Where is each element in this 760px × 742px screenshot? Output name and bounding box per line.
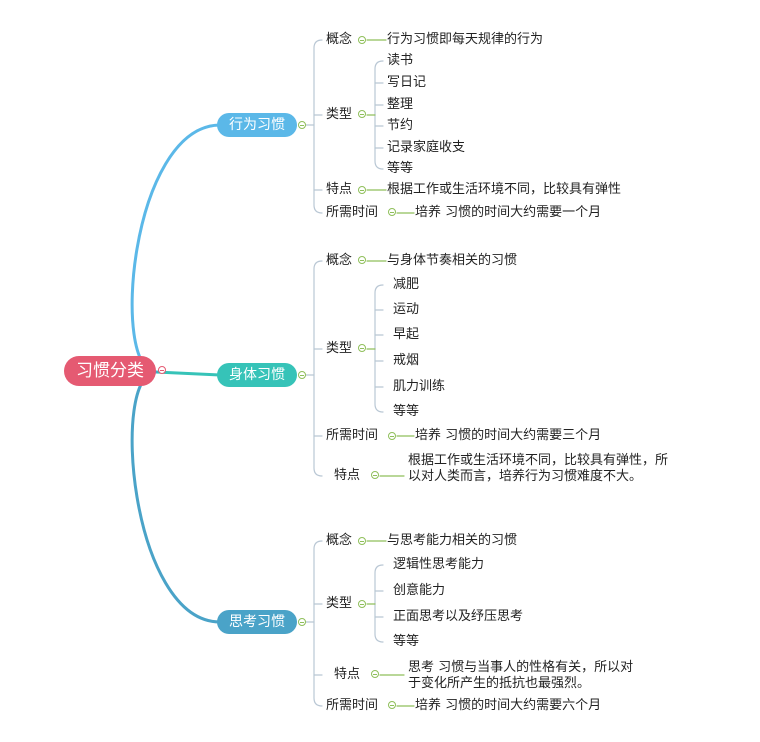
- time-value: 培养 习惯的时间大约需要一个月: [415, 205, 602, 220]
- root-to-branch-connector: [154, 370, 222, 377]
- type-item: 创意能力: [393, 583, 446, 598]
- feature-label: 特点: [334, 667, 361, 682]
- collapse-icon[interactable]: [358, 256, 366, 264]
- type-item: 运动: [393, 302, 420, 317]
- collapse-icon[interactable]: [388, 432, 396, 440]
- root-to-branch-connector: [130, 370, 222, 624]
- collapse-icon[interactable]: [371, 471, 379, 479]
- type-item: 肌力训练: [393, 379, 446, 394]
- type-bracket: [374, 284, 384, 413]
- type-label: 类型: [326, 107, 353, 122]
- branch-node-thinking[interactable]: 思考习惯: [217, 610, 297, 634]
- time-value: 培养 习惯的时间大约需要六个月: [415, 698, 602, 713]
- type-item: 等等: [393, 634, 420, 649]
- type-label: 类型: [326, 596, 353, 611]
- type-item: 等等: [393, 404, 420, 419]
- type-item: 节约: [387, 118, 414, 133]
- branch-node-behavior[interactable]: 行为习惯: [217, 113, 297, 137]
- collapse-icon[interactable]: [358, 110, 366, 118]
- type-item: 读书: [387, 53, 414, 68]
- time-value: 培养 习惯的时间大约需要三个月: [415, 428, 602, 443]
- type-item: 整理: [387, 97, 414, 112]
- time-label: 所需时间: [326, 698, 379, 713]
- time-label: 所需时间: [326, 205, 379, 220]
- feature-label: 特点: [334, 468, 361, 483]
- branch-collapse-icon[interactable]: [298, 618, 306, 626]
- root-node[interactable]: 习惯分类: [64, 356, 156, 386]
- type-bracket: [374, 564, 384, 643]
- concept-value: 与身体节奏相关的习惯: [387, 253, 518, 268]
- concept-value: 与思考能力相关的习惯: [387, 533, 518, 548]
- root-to-branch-connector: [130, 123, 222, 374]
- concept-value: 行为习惯即每天规律的行为: [387, 32, 544, 47]
- feature-value: 根据工作或生活环境不同，比较具有弹性: [387, 182, 622, 197]
- type-item: 减肥: [393, 277, 420, 292]
- type-item: 戒烟: [393, 353, 420, 368]
- collapse-icon[interactable]: [388, 208, 396, 216]
- collapse-icon[interactable]: [358, 186, 366, 194]
- collapse-icon[interactable]: [358, 600, 366, 608]
- type-item: 写日记: [387, 75, 427, 90]
- collapse-icon[interactable]: [388, 701, 396, 709]
- branch-bracket: [313, 39, 323, 214]
- type-item: 逻辑性思考能力: [393, 557, 485, 572]
- branch-bracket: [313, 540, 323, 707]
- concept-label: 概念: [326, 533, 353, 548]
- collapse-icon[interactable]: [358, 36, 366, 44]
- type-item: 记录家庭收支: [387, 140, 466, 155]
- type-item: 等等: [387, 161, 414, 176]
- branch-collapse-icon[interactable]: [298, 371, 306, 379]
- branch-bracket: [313, 260, 323, 477]
- feature-value: 思考 习惯与当事人的性格有关，所以对于变化所产生的抵抗也最强烈。: [408, 660, 634, 691]
- feature-value: 根据工作或生活环境不同，比较具有弹性，所以对人类而言，培养行为习惯难度不大。: [408, 453, 669, 484]
- type-item: 正面思考以及纾压思考: [393, 609, 524, 624]
- type-item: 早起: [393, 327, 420, 342]
- feature-label: 特点: [326, 182, 353, 197]
- concept-label: 概念: [326, 253, 353, 268]
- collapse-icon[interactable]: [358, 344, 366, 352]
- branch-node-body[interactable]: 身体习惯: [217, 363, 297, 387]
- collapse-icon[interactable]: [358, 537, 366, 545]
- collapse-icon[interactable]: [371, 670, 379, 678]
- type-label: 类型: [326, 341, 353, 356]
- branch-collapse-icon[interactable]: [298, 121, 306, 129]
- time-label: 所需时间: [326, 428, 379, 443]
- root-collapse-icon[interactable]: [158, 366, 166, 374]
- concept-label: 概念: [326, 32, 353, 47]
- type-bracket: [374, 60, 384, 170]
